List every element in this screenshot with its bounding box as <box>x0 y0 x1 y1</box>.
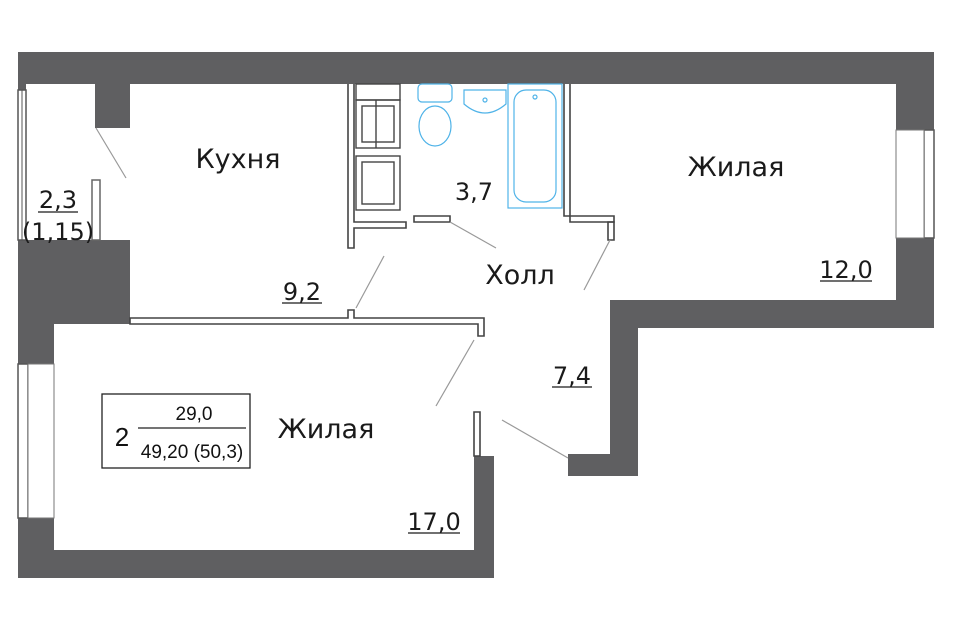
wall-kitchen-living <box>129 309 485 337</box>
living-right-name: Жилая <box>688 152 785 183</box>
wall-bath-bottom-left <box>413 215 451 223</box>
apartment-info-box: 2 29,0 49,20 (50,3) <box>101 393 251 469</box>
wall-right-room-stub <box>607 221 615 241</box>
kitchen-fixtures <box>355 83 401 211</box>
window-left-living <box>17 363 29 519</box>
living-left-area: 17,0 <box>407 508 460 536</box>
wall-bottom-right <box>474 456 494 578</box>
door-swing-entrance <box>501 419 569 459</box>
wall-step-vertical <box>610 300 638 476</box>
outer-walls <box>18 52 934 578</box>
kitchen-area: 9,2 <box>283 278 321 306</box>
wall-kitchen-bath <box>347 84 407 249</box>
sink <box>463 89 507 114</box>
wall-pier-kitchen <box>95 84 130 128</box>
wall-left-middle-b <box>18 294 54 364</box>
kitchen-name: Кухня <box>195 144 280 175</box>
wall-left-top <box>18 52 26 90</box>
interior-walls <box>129 84 615 457</box>
wall-top <box>18 52 934 84</box>
door-swing-kitchen <box>355 255 385 309</box>
bathroom-fixtures <box>417 83 563 209</box>
door-swings <box>355 221 611 459</box>
kitchen-cabinet-mid <box>355 99 401 149</box>
wall-hall-jamb <box>473 411 481 457</box>
living-area-total: 29,0 <box>176 404 213 425</box>
balcony-door-swing <box>95 127 127 179</box>
window-right-living <box>923 129 935 239</box>
balcony-door <box>91 127 127 241</box>
window-left-living-frame <box>27 363 55 519</box>
balcony-area: 2,3 <box>39 186 77 214</box>
toilet-tank <box>417 83 453 103</box>
bathtub <box>507 83 563 209</box>
hall-name: Холл <box>485 260 555 291</box>
living-right-area: 12,0 <box>819 256 872 284</box>
window-right-living-frame <box>895 129 925 239</box>
door-swing-bath <box>449 221 497 249</box>
bathtub-inner <box>513 89 557 203</box>
total-area: 49,20 (50,3) <box>141 442 243 463</box>
wall-right-upper <box>896 52 934 130</box>
hall-area: 7,4 <box>553 362 591 390</box>
balcony-area-reduced: (1,15) <box>22 218 94 246</box>
wall-step-horizontal <box>610 300 934 328</box>
kitchen-stove <box>355 155 401 211</box>
windows <box>17 89 935 519</box>
bathroom-area: 3,7 <box>455 178 493 206</box>
rooms-count: 2 <box>115 422 129 452</box>
kitchen-stove-inner <box>361 161 395 205</box>
door-swing-right-room <box>583 239 611 291</box>
kitchen-cabinet-inner <box>361 105 395 143</box>
sink-drain <box>482 97 488 103</box>
wall-bottom <box>18 550 494 578</box>
bathtub-drain <box>532 94 538 100</box>
room-labels: Кухня 9,2 3,7 Жилая 12,0 Холл 7,4 Жилая … <box>22 144 873 536</box>
wall-bath-right <box>563 84 615 223</box>
toilet-bowl <box>418 105 452 147</box>
wall-step-foot <box>568 454 638 476</box>
info-box-frame <box>101 393 251 469</box>
living-left-name: Жилая <box>278 414 375 445</box>
kitchen-cabinet-top <box>355 83 401 101</box>
door-swing-left-room <box>435 339 475 407</box>
balcony-door-frame <box>91 179 101 241</box>
